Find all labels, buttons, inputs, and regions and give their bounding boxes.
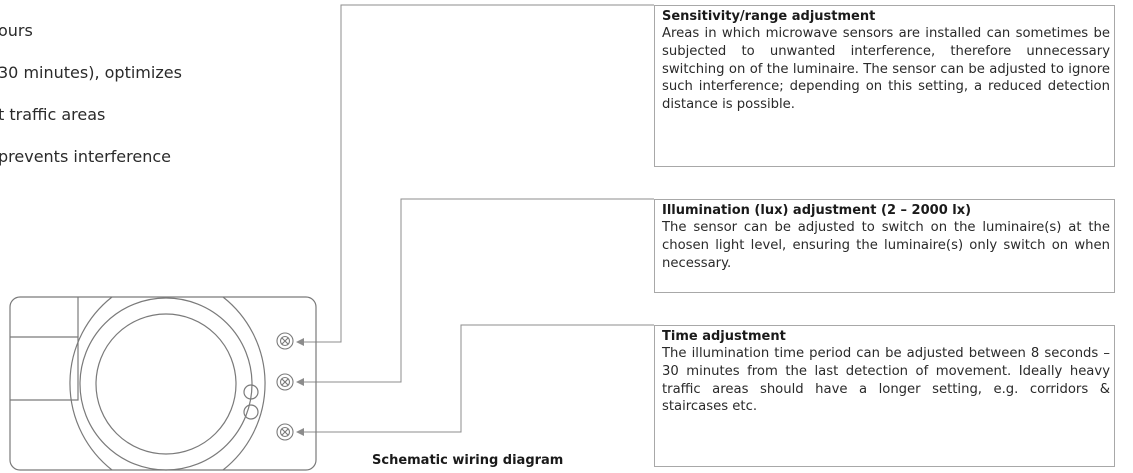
sensitivity-description: Areas in which microwave sensors are ins… xyxy=(662,26,1110,113)
lens-outer-ring xyxy=(79,297,253,471)
intro-text-line-4: prevents interference xyxy=(0,147,171,166)
time-title: Time adjustment xyxy=(662,329,786,344)
sensitivity-adjustment-note: Sensitivity/range adjustment Areas in wh… xyxy=(654,5,1115,167)
time-adjustment-note: Time adjustment The illumination time pe… xyxy=(654,325,1115,467)
diagram-caption: Schematic wiring diagram xyxy=(372,453,564,468)
illumination-knob-icon xyxy=(276,373,294,391)
intro-text-line-1: ours xyxy=(0,21,33,40)
leader-line-illumination xyxy=(303,198,654,383)
leader-lines xyxy=(303,4,654,433)
illumination-description: The sensor can be adjusted to switch on … xyxy=(662,220,1110,271)
arrow-illumination-icon xyxy=(296,378,304,386)
housing-trim-right xyxy=(222,296,266,471)
housing-side-block xyxy=(10,336,79,401)
adjustment-knobs xyxy=(276,332,294,441)
led-indicator-1 xyxy=(243,384,259,400)
sensor-housing xyxy=(9,296,317,471)
illumination-title: Illumination (lux) adjustment (2 – 2000 … xyxy=(662,203,972,218)
leader-line-time xyxy=(303,324,654,433)
leader-arrowheads xyxy=(296,338,304,436)
illumination-adjustment-note: Illumination (lux) adjustment (2 – 2000 … xyxy=(654,199,1115,293)
time-knob-icon xyxy=(276,423,294,441)
housing-trim-left xyxy=(69,296,113,471)
led-indicator-2 xyxy=(243,404,259,420)
housing-outline xyxy=(9,296,317,471)
time-description: The illumination time period can be adju… xyxy=(662,346,1110,415)
leader-line-sensitivity xyxy=(303,4,654,343)
intro-text-line-3: t traffic areas xyxy=(0,105,106,124)
intro-text-line-2: 30 minutes), optimizes xyxy=(0,63,182,82)
sensitivity-title: Sensitivity/range adjustment xyxy=(662,9,876,24)
sensitivity-knob-icon xyxy=(276,332,294,350)
lens-inner-ring xyxy=(95,313,237,455)
arrow-sensitivity-icon xyxy=(296,338,304,346)
arrow-time-icon xyxy=(296,428,304,436)
